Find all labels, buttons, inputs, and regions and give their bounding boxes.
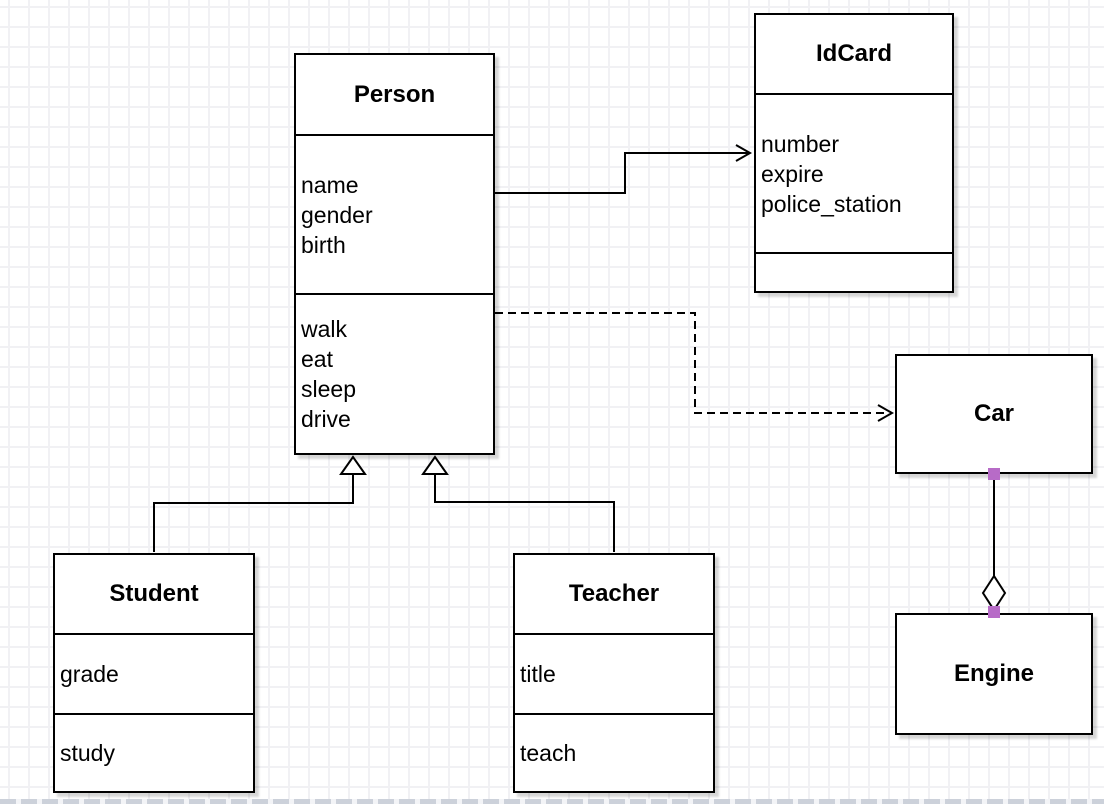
connection-point-car-handle[interactable] — [988, 468, 1000, 480]
attribute: expire — [761, 160, 824, 187]
edge-person-idcard[interactable] — [495, 144, 753, 194]
class-person-methods: walk eat sleep drive — [296, 293, 493, 453]
open-arrowhead-icon — [735, 144, 753, 162]
attribute: number — [761, 130, 839, 157]
page-boundary-line — [0, 799, 1104, 804]
attribute: birth — [301, 231, 346, 258]
class-teacher-methods: teach — [515, 713, 713, 791]
attribute: name — [301, 171, 359, 198]
attribute: title — [520, 661, 556, 687]
class-student[interactable]: Student grade study — [53, 553, 255, 793]
class-teacher[interactable]: Teacher title teach — [513, 553, 715, 793]
attribute: gender — [301, 201, 373, 228]
edge-line[interactable] — [495, 312, 888, 414]
attribute: grade — [60, 661, 119, 687]
method: study — [60, 740, 115, 766]
class-engine[interactable]: Engine — [895, 613, 1093, 735]
class-teacher-attributes: title — [515, 633, 713, 713]
class-student-methods: study — [55, 713, 253, 791]
class-car-title: Car — [973, 400, 1015, 427]
edge-line[interactable] — [495, 152, 748, 194]
hollow-diamond-icon — [981, 574, 1007, 612]
method: teach — [520, 740, 577, 766]
edge-teacher-person[interactable] — [421, 455, 615, 552]
edge-line[interactable] — [153, 475, 354, 552]
open-arrowhead-icon — [877, 404, 895, 422]
connection-point-engine-handle[interactable] — [988, 606, 1000, 618]
method: eat — [301, 346, 333, 372]
class-car[interactable]: Car — [895, 354, 1093, 474]
hollow-triangle-icon — [339, 455, 367, 475]
edge-car-engine[interactable] — [981, 468, 1007, 618]
edge-student-person[interactable] — [153, 455, 367, 552]
class-idcard[interactable]: IdCard number expire police_station — [754, 13, 954, 293]
edge-person-car[interactable] — [495, 312, 895, 422]
class-student-title: Student — [109, 580, 199, 607]
method: drive — [301, 406, 351, 432]
hollow-triangle-icon — [421, 455, 449, 475]
class-idcard-attributes: number expire police_station — [756, 93, 952, 252]
method: sleep — [301, 376, 356, 402]
class-person[interactable]: Person name gender birth walk eat sleep … — [294, 53, 495, 455]
class-student-attributes: grade — [55, 633, 253, 713]
class-person-title: Person — [353, 80, 436, 108]
edge-line[interactable] — [434, 475, 615, 552]
class-idcard-title: IdCard — [815, 40, 892, 67]
class-person-attributes: name gender birth — [296, 134, 493, 293]
class-teacher-title: Teacher — [568, 580, 660, 607]
class-engine-title: Engine — [953, 660, 1034, 687]
class-idcard-methods — [756, 252, 952, 291]
attribute: police_station — [761, 190, 902, 217]
method: walk — [301, 316, 348, 342]
